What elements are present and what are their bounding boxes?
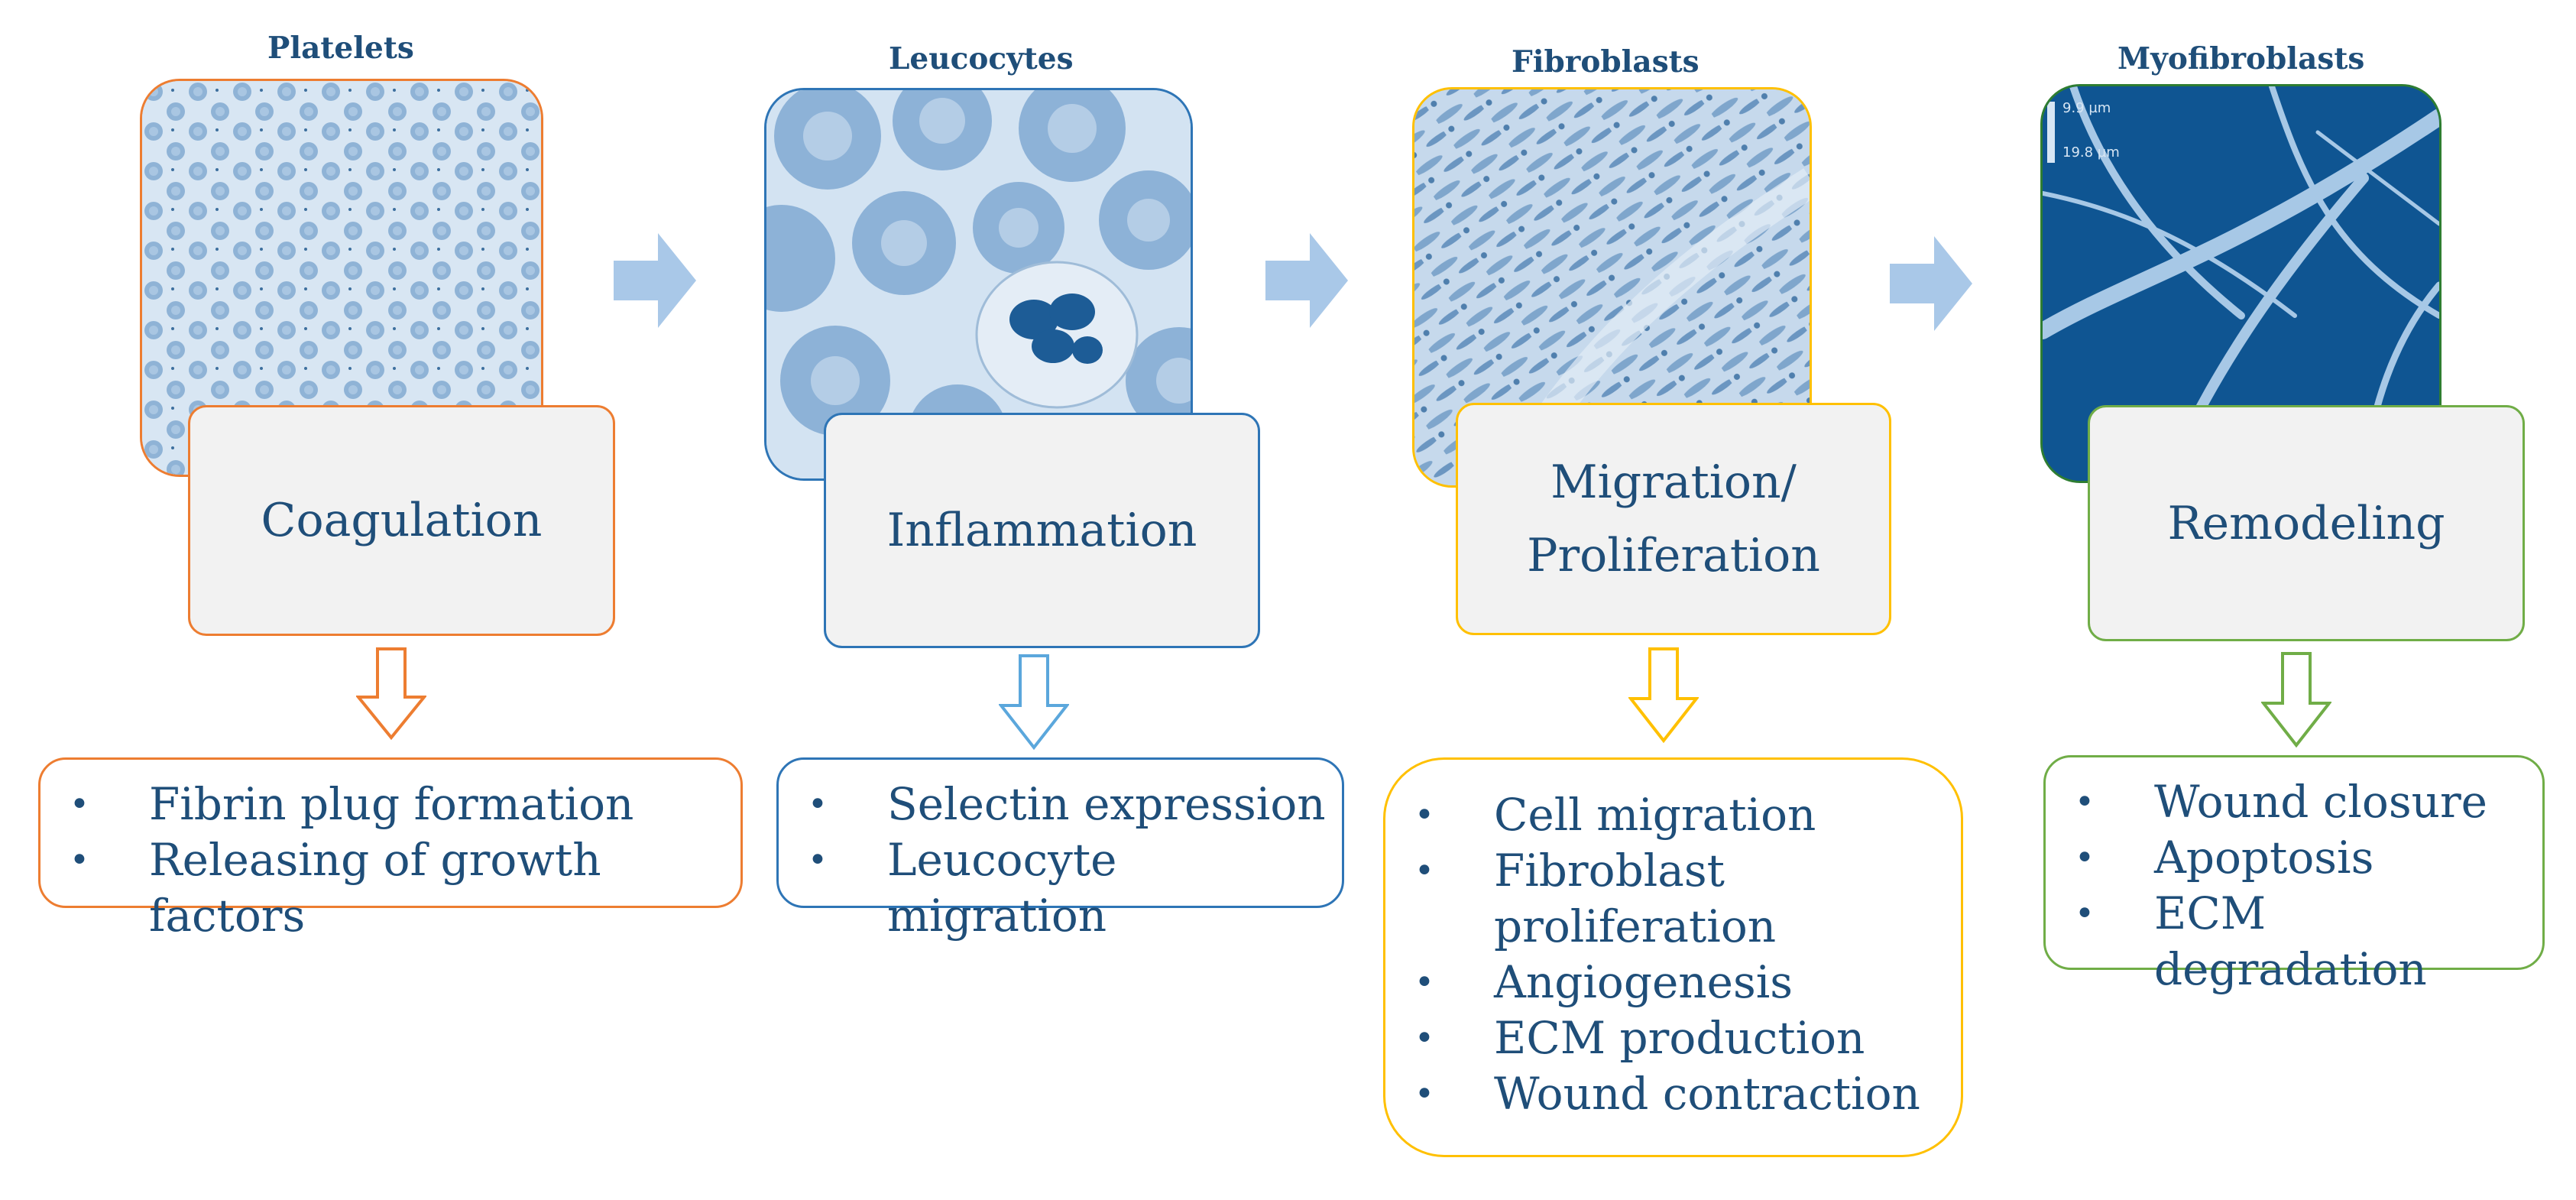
stage-label-coagulation: Coagulation xyxy=(261,494,543,547)
outcome-item: Fibrin plug formation xyxy=(41,777,740,832)
cell-title-leucocytes: Leucocytes xyxy=(889,41,1074,76)
stage-label-remodeling: Remodeling xyxy=(2167,496,2445,550)
outcome-item: Angiogenesis xyxy=(1385,955,1961,1010)
outcome-item: Wound closure xyxy=(2046,774,2542,830)
down-outline-arrow-icon xyxy=(2261,652,2331,748)
outcomes-coagulation: Fibrin plug formation Releasing of growt… xyxy=(38,757,743,942)
down-outline-arrow-icon xyxy=(1628,647,1699,743)
outcomes-inflammation: Selectin expression Leucocyte migration xyxy=(776,757,1344,942)
outcome-item: Leucocyte migration xyxy=(779,832,1342,944)
outcome-item: Wound contraction xyxy=(1385,1066,1961,1122)
scale-label: 19.8 µm xyxy=(2062,144,2120,161)
cell-title-platelets: Platelets xyxy=(267,31,414,66)
outcome-item: Releasing of growth factors xyxy=(41,832,740,944)
stage-box-coagulation: Coagulation xyxy=(188,405,615,636)
outcome-item: ECM production xyxy=(1385,1010,1961,1066)
outcome-item: ECM degradation xyxy=(2046,886,2542,997)
outcomes-remodeling: Wound closure Apoptosis ECM degradation xyxy=(2043,755,2545,995)
outcome-item: Fibroblast xyxy=(1385,843,1961,899)
outcome-item-continuation: proliferation xyxy=(1494,900,1777,952)
stage-box-inflammation: Inflammation xyxy=(824,413,1260,648)
cell-title-myofibroblasts: Myofibroblasts xyxy=(2118,41,2365,76)
flow-arrow-right-icon xyxy=(614,233,696,328)
outcome-item: Selectin expression xyxy=(779,777,1342,832)
cell-title-fibroblasts: Fibroblasts xyxy=(1512,44,1700,79)
stage-box-remodeling: Remodeling xyxy=(2088,405,2525,641)
outcomes-migration-proliferation: Cell migration Fibroblast proliferation … xyxy=(1383,757,1963,1157)
outcome-item: Apoptosis xyxy=(2046,830,2542,886)
outcome-item: Cell migration xyxy=(1385,787,1961,843)
down-outline-arrow-icon xyxy=(356,647,426,740)
scale-label: 9.9 µm xyxy=(2062,100,2111,116)
flow-arrow-right-icon xyxy=(1890,236,1972,331)
flow-arrow-right-icon xyxy=(1265,233,1348,328)
stage-label-line: Proliferation xyxy=(1527,529,1820,582)
stage-box-migration-proliferation: Migration/ Proliferation xyxy=(1456,403,1891,635)
down-outline-arrow-icon xyxy=(999,654,1069,750)
stage-label-line: Migration/ xyxy=(1550,456,1797,509)
stage-label-inflammation: Inflammation xyxy=(886,504,1197,557)
